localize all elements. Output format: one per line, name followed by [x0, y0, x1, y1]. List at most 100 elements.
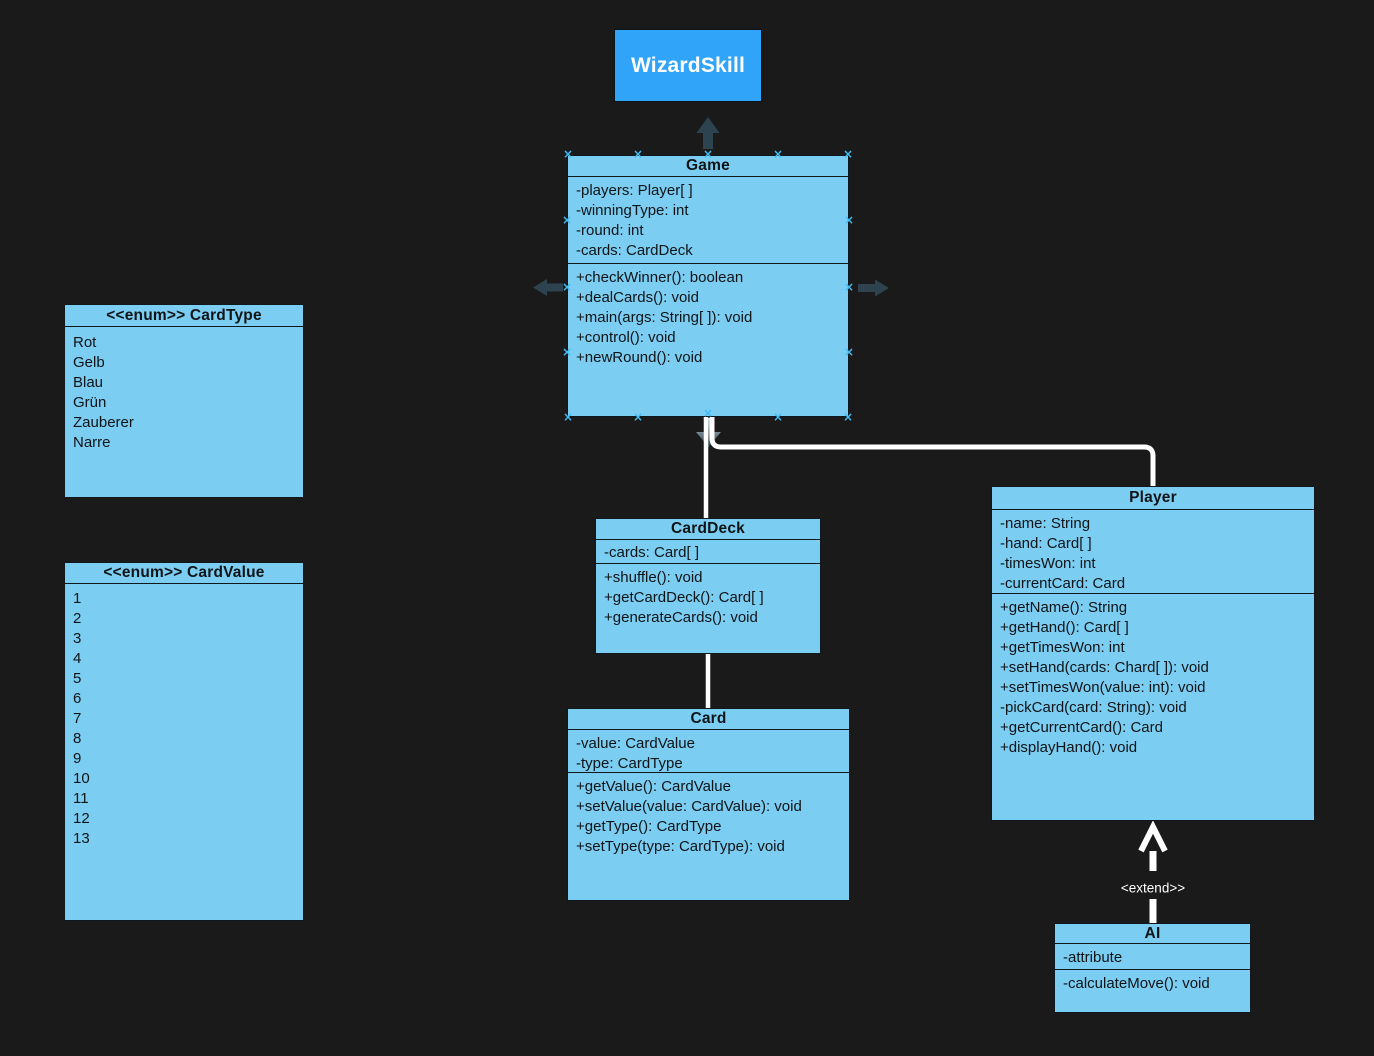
uml-method: +setHand(cards: Chard[ ]): void: [1000, 659, 1209, 676]
connection-point-marker: ×: [561, 213, 573, 227]
connector-game-player[interactable]: [709, 416, 1156, 488]
uml-method: +getName(): String: [1000, 599, 1128, 616]
connection-point-marker: ×: [632, 147, 644, 161]
connection-point-marker: ×: [843, 345, 855, 359]
extend-arrowhead-icon: [1138, 820, 1168, 853]
uml-method: +main(args: String[ ]): void: [576, 309, 753, 326]
uml-method: -pickCard(card: String): void: [1000, 699, 1187, 716]
connection-point-marker: ×: [843, 280, 855, 294]
connection-point-marker: ×: [562, 410, 574, 424]
connection-point-marker: ×: [772, 410, 784, 424]
class-game[interactable]: Game -players: Player[ ] -winningType: i…: [567, 155, 849, 417]
uml-method: +dealCards(): void: [576, 289, 699, 306]
uml-attribute: -winningType: int: [576, 202, 689, 219]
class-title: <<enum>> CardValue: [65, 563, 303, 584]
uml-attribute: -value: CardValue: [576, 735, 695, 752]
down-arrow-icon[interactable]: [696, 418, 721, 447]
class-cardtype[interactable]: <<enum>> CardType Rot Gelb Blau Grün Zau…: [64, 304, 304, 498]
uml-method: +getType(): CardType: [576, 818, 722, 835]
class-cardvalue[interactable]: <<enum>> CardValue 1 2 3 4 5 6 7 8 9 10 …: [64, 562, 304, 921]
enum-value: 13: [73, 830, 90, 847]
ai-methods-section: -calculateMove(): void: [1055, 970, 1250, 1012]
uml-attribute: -currentCard: Card: [1000, 575, 1126, 592]
class-title: Player: [992, 487, 1314, 510]
carddeck-attributes-section: -cards: Card[ ]: [596, 540, 820, 564]
uml-method: +getCardDeck(): Card[ ]: [604, 589, 764, 606]
card-methods-section: +getValue(): CardValue +setValue(value: …: [568, 773, 849, 900]
enum-value: 4: [73, 650, 82, 667]
class-title: Card: [568, 709, 849, 730]
connection-point-marker: ×: [843, 213, 855, 227]
uml-attribute: -hand: Card[ ]: [1000, 535, 1092, 552]
cardvalue-values-section: 1 2 3 4 5 6 7 8 9 10 11 12 13: [65, 584, 303, 920]
up-arrow-icon[interactable]: [696, 117, 720, 149]
uml-attribute: -name: String: [1000, 515, 1091, 532]
class-wizardskill[interactable]: WizardSkill: [614, 29, 762, 102]
carddeck-methods-section: +shuffle(): void +getCardDeck(): Card[ ]…: [596, 564, 820, 653]
uml-attribute: -type: CardType: [576, 755, 683, 772]
uml-method: +control(): void: [576, 329, 676, 346]
uml-attribute: -round: int: [576, 222, 644, 239]
uml-method: -calculateMove(): void: [1063, 975, 1210, 992]
enum-value: 9: [73, 750, 82, 767]
enum-value: 12: [73, 810, 90, 827]
left-arrow-icon[interactable]: [533, 279, 563, 296]
class-carddeck[interactable]: CardDeck -cards: Card[ ] +shuffle(): voi…: [595, 518, 821, 654]
uml-method: +setValue(value: CardValue): void: [576, 798, 802, 815]
uml-attribute: -attribute: [1063, 949, 1123, 966]
game-attributes-section: -players: Player[ ] -winningType: int -r…: [568, 177, 848, 264]
uml-method: +setType(type: CardType): void: [576, 838, 785, 855]
class-card[interactable]: Card -value: CardValue -type: CardType +…: [567, 708, 850, 901]
uml-method: +generateCards(): void: [604, 609, 758, 626]
enum-value: Narre: [73, 434, 111, 451]
class-title: Game: [568, 156, 848, 177]
uml-method: +getCurrentCard(): Card: [1000, 719, 1163, 736]
uml-method: +setTimesWon(value: int): void: [1000, 679, 1206, 696]
class-title: <<enum>> CardType: [65, 305, 303, 327]
uml-method: +shuffle(): void: [604, 569, 703, 586]
class-title: CardDeck: [596, 519, 820, 540]
enum-value: Grün: [73, 394, 107, 411]
cardtype-values-section: Rot Gelb Blau Grün Zauberer Narre: [65, 327, 303, 497]
connection-point-marker: ×: [632, 410, 644, 424]
connection-point-marker: ×: [702, 147, 714, 161]
enum-value: 1: [73, 590, 82, 607]
game-methods-section: +checkWinner(): boolean +dealCards(): vo…: [568, 264, 848, 416]
class-ai[interactable]: AI -attribute -calculateMove(): void: [1054, 923, 1251, 1013]
uml-attribute: -timesWon: int: [1000, 555, 1096, 572]
uml-method: +getValue(): CardValue: [576, 778, 731, 795]
enum-value: 2: [73, 610, 82, 627]
class-player[interactable]: Player -name: String -hand: Card[ ] -tim…: [991, 486, 1315, 821]
uml-method: +getTimesWon: int: [1000, 639, 1125, 656]
connection-point-marker: ×: [702, 406, 714, 420]
uml-method: +displayHand(): void: [1000, 739, 1138, 756]
card-attributes-section: -value: CardValue -type: CardType: [568, 730, 849, 773]
connection-point-marker: ×: [561, 345, 573, 359]
uml-method: +checkWinner(): boolean: [576, 269, 744, 286]
uml-method: +getHand(): Card[ ]: [1000, 619, 1129, 636]
enum-value: 3: [73, 630, 82, 647]
enum-value: Zauberer: [73, 414, 134, 431]
uml-method: +newRound(): void: [576, 349, 703, 366]
enum-value: 11: [73, 790, 89, 807]
enum-value: Rot: [73, 334, 97, 351]
enum-value: 7: [73, 710, 82, 727]
enum-value: 5: [73, 670, 82, 687]
player-methods-section: +getName(): String +getHand(): Card[ ] +…: [992, 594, 1314, 820]
enum-value: 10: [73, 770, 90, 787]
connection-point-marker: ×: [772, 147, 784, 161]
player-attributes-section: -name: String -hand: Card[ ] -timesWon: …: [992, 510, 1314, 594]
uml-attribute: -cards: CardDeck: [576, 242, 693, 259]
connection-point-marker: ×: [842, 410, 854, 424]
ai-attributes-section: -attribute: [1055, 944, 1250, 970]
class-title: AI: [1055, 924, 1250, 944]
right-arrow-icon[interactable]: [858, 279, 889, 297]
enum-value: Gelb: [73, 354, 105, 371]
uml-attribute: -cards: Card[ ]: [604, 544, 700, 561]
connection-point-marker: ×: [562, 147, 574, 161]
wizardskill-title: WizardSkill: [630, 53, 746, 77]
uml-attribute: -players: Player[ ]: [576, 182, 693, 199]
enum-value: 6: [73, 690, 82, 707]
